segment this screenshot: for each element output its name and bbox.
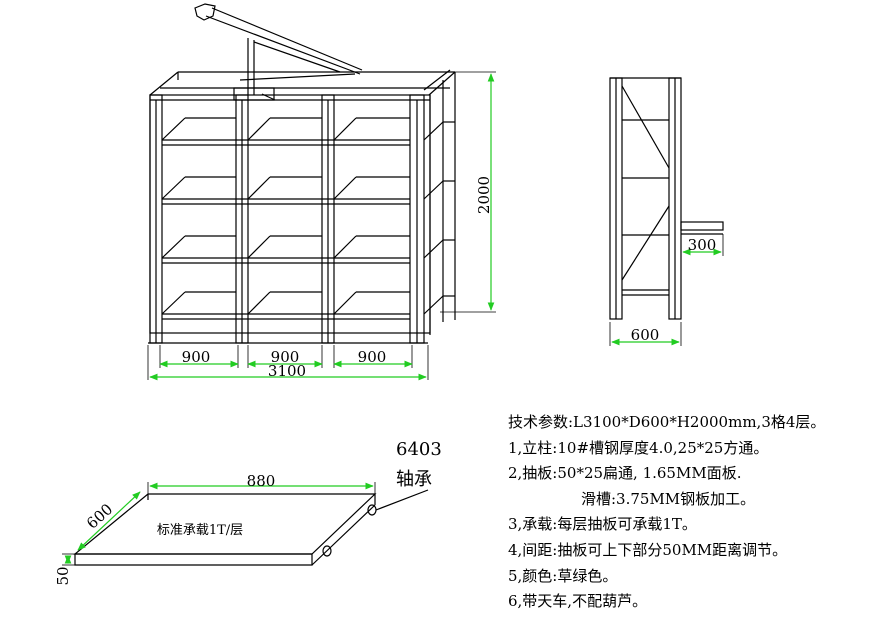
drawer-plate xyxy=(73,489,429,566)
spec-line-slide: 滑槽:3.75MM钢板加工。 xyxy=(581,489,756,508)
extension-dim: 300 xyxy=(688,236,717,254)
load-note: 标准承载1T/层 xyxy=(157,523,243,538)
drawer-depth-dim: 600 xyxy=(83,500,116,533)
technical-specs: 技术参数:L3100*D600*H2000mm,3格4层。 1,立柱:10#槽钢… xyxy=(508,410,892,615)
bay-dim-2: 900 xyxy=(271,348,300,366)
depth-dim: 600 xyxy=(631,326,660,344)
spec-line-drawer: 2,抽板:50*25扁通, 1.65MM面板. xyxy=(508,464,742,483)
drawer-thickness-dim: 50 xyxy=(54,566,72,585)
spec-line-load: 3,承载:每层抽板可承载1T。 xyxy=(508,515,697,534)
front-dimensions xyxy=(147,71,496,381)
jib-crane xyxy=(194,3,363,101)
bay-dim-3: 900 xyxy=(358,348,387,366)
overall-height-dim: 2000 xyxy=(475,176,493,214)
spec-line-spacing: 4,间距:抽板可上下部分50MM距离调节。 xyxy=(508,540,788,559)
bay-dim-1: 900 xyxy=(182,348,211,366)
front-view-shelving xyxy=(148,69,456,344)
spec-line-color: 5,颜色:草绿色。 xyxy=(508,566,618,585)
side-dimensions xyxy=(609,234,724,346)
spec-line-columns: 1,立柱:10#槽钢厚度4.0,25*25方通。 xyxy=(508,438,769,457)
bearing-label: 轴承 xyxy=(396,469,432,490)
bearing-model: 6403 xyxy=(396,439,442,460)
drawer-length-dim: 880 xyxy=(247,472,276,490)
spec-title: 技术参数:L3100*D600*H2000mm,3格4层。 xyxy=(508,413,826,431)
side-view-frame xyxy=(609,77,724,320)
overall-width-dim: 3100 xyxy=(268,362,306,380)
drawer-dimensions xyxy=(62,482,376,566)
spec-line-crane: 6,带天车,不配葫芦。 xyxy=(508,592,648,611)
